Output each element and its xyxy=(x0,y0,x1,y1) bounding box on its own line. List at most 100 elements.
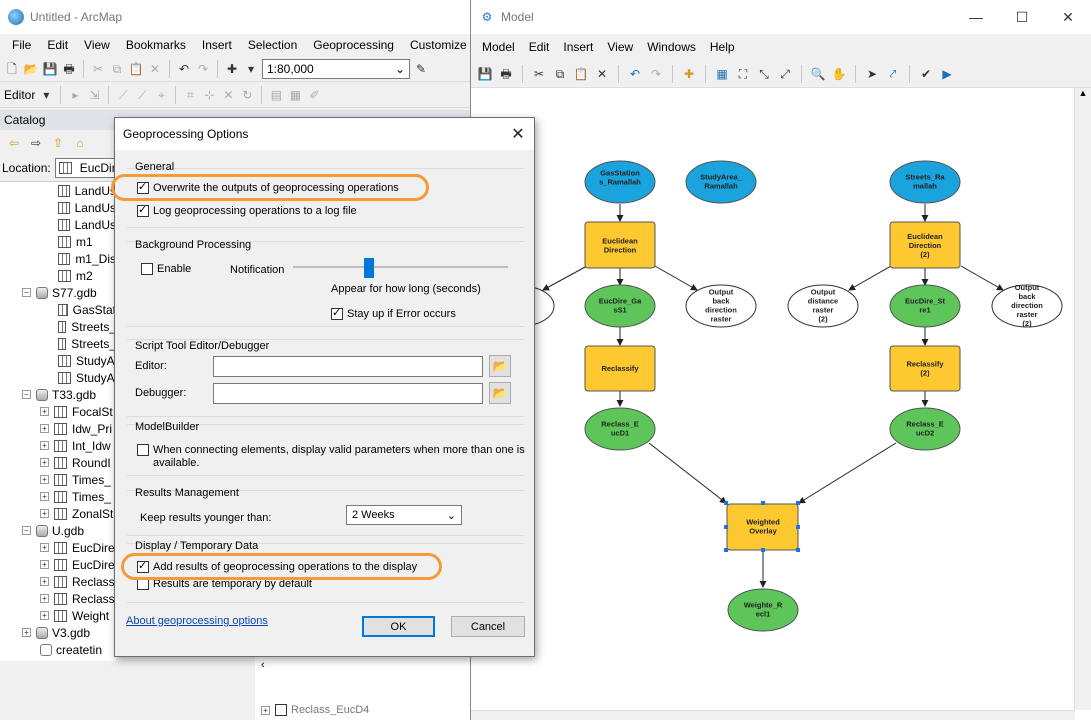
catalog-tree-item[interactable]: +Times_ xyxy=(0,488,116,505)
menu-view[interactable]: View xyxy=(84,38,110,52)
expander-icon[interactable]: + xyxy=(261,705,270,715)
catalog-tree-item[interactable]: −S77.gdb xyxy=(0,284,116,301)
rotate-icon[interactable]: ↻ xyxy=(242,87,253,102)
expand-icon[interactable]: + xyxy=(40,577,49,586)
ok-button[interactable]: OK xyxy=(362,616,435,637)
model-menu-edit[interactable]: Edit xyxy=(528,40,550,54)
catalog-tree-item[interactable]: +V3.gdb xyxy=(0,624,116,641)
undo-icon[interactable]: ↶ xyxy=(178,61,190,76)
overwrite-outputs-checkbox[interactable] xyxy=(137,180,149,194)
menu-selection[interactable]: Selection xyxy=(247,38,298,52)
catalog-tree-item[interactable]: StudyA xyxy=(0,369,116,386)
expand-icon[interactable]: + xyxy=(40,543,49,552)
node-output-back-direction-2[interactable] xyxy=(991,284,1063,328)
node-weighte-recl1[interactable] xyxy=(727,588,799,632)
display-valid-params-checkbox[interactable] xyxy=(137,444,149,456)
temporary-results-row[interactable]: Results are temporary by default xyxy=(137,578,312,590)
catalog-tree-item[interactable]: m2 xyxy=(0,267,116,284)
maximize-icon[interactable]: ☐ xyxy=(1015,8,1029,25)
delete-icon[interactable]: ✕ xyxy=(596,66,608,81)
enable-background-checkbox[interactable] xyxy=(141,263,153,275)
expand-icon[interactable]: + xyxy=(40,560,49,569)
close-icon[interactable]: ✕ xyxy=(511,126,525,143)
tool-reclassify[interactable] xyxy=(584,345,656,392)
cut-icon[interactable]: ✂ xyxy=(533,66,545,81)
catalog-tree-item[interactable]: Streets_ xyxy=(0,318,116,335)
delete-icon[interactable]: ✕ xyxy=(149,61,161,76)
catalog-tree-item[interactable]: −U.gdb xyxy=(0,522,116,539)
expand-icon[interactable]: + xyxy=(40,458,49,467)
validate-icon[interactable]: ✔ xyxy=(920,66,932,81)
copy-icon[interactable]: ⧉ xyxy=(555,66,565,81)
catalog-tree-item[interactable]: LandUs xyxy=(0,182,116,199)
log-to-file-row[interactable]: Log geoprocessing operations to a log fi… xyxy=(137,203,357,217)
editor-browse-button[interactable]: 📂 xyxy=(489,355,511,377)
edit-annotation-icon[interactable]: ⇲ xyxy=(89,87,100,102)
expand-icon[interactable]: + xyxy=(40,441,49,450)
expand-icon[interactable]: + xyxy=(40,407,49,416)
connect-icon[interactable]: ⤤ xyxy=(889,66,897,81)
auto-layout-icon[interactable]: ▦ xyxy=(716,66,728,81)
collapse-icon[interactable]: − xyxy=(22,288,31,297)
forward-arrow-icon[interactable]: ⇨ xyxy=(30,136,42,150)
catalog-tree-item[interactable]: +RoundI xyxy=(0,454,116,471)
expand-icon[interactable]: + xyxy=(40,509,49,518)
layer-checkbox[interactable] xyxy=(275,704,287,716)
node-output-back-direction[interactable] xyxy=(685,284,757,328)
scroll-left-icon[interactable]: ‹ xyxy=(261,659,265,671)
model-menu-view[interactable]: View xyxy=(607,40,634,54)
enable-background-row[interactable]: Enable xyxy=(141,263,191,275)
model-menu-help[interactable]: Help xyxy=(709,40,735,54)
print-icon[interactable]: 🖶 xyxy=(500,66,512,81)
paste-icon[interactable]: 📋 xyxy=(128,61,144,76)
sketch-properties-icon[interactable]: ▦ xyxy=(289,87,302,102)
node-gasstations[interactable] xyxy=(584,160,656,204)
undo-icon[interactable]: ↶ xyxy=(629,66,641,81)
edit-tool-icon[interactable]: ▸ xyxy=(72,87,79,102)
catalog-tree-item[interactable]: −T33.gdb xyxy=(0,386,116,403)
catalog-tree-item[interactable]: StudyA xyxy=(0,352,116,369)
catalog-tree-item[interactable]: +Times_ xyxy=(0,471,116,488)
log-to-file-checkbox[interactable] xyxy=(137,203,149,217)
expand-icon[interactable]: + xyxy=(40,475,49,484)
catalog-tree-item[interactable]: LandUs xyxy=(0,216,116,233)
editor-path-input[interactable] xyxy=(213,356,483,377)
catalog-tree-item[interactable]: GasStat xyxy=(0,301,116,318)
stay-up-on-error-checkbox[interactable] xyxy=(331,306,343,320)
about-geoprocessing-link[interactable]: About geoprocessing options xyxy=(126,615,268,627)
expand-icon[interactable]: + xyxy=(40,424,49,433)
overwrite-outputs-row[interactable]: Overwrite the outputs of geoprocessing o… xyxy=(137,180,399,194)
redo-icon[interactable]: ↷ xyxy=(650,66,662,81)
add-data-icon[interactable]: ✚ xyxy=(226,61,238,76)
tool-reclassify-2[interactable] xyxy=(889,345,961,392)
toc-bottom-row[interactable]: + Reclass_EucD4 xyxy=(261,704,369,716)
model-menu-windows[interactable]: Windows xyxy=(647,40,696,54)
debugger-path-input[interactable] xyxy=(213,383,483,404)
catalog-tree-item[interactable]: +Idw_Pri xyxy=(0,420,116,437)
paste-icon[interactable]: 📋 xyxy=(573,66,589,81)
notification-slider-thumb[interactable] xyxy=(364,258,374,278)
split-icon[interactable]: ✕ xyxy=(223,87,234,102)
catalog-tree-item[interactable]: +Reclass xyxy=(0,573,116,590)
map-scale-combo[interactable]: 1:80,000 ⌄ xyxy=(262,58,410,79)
add-results-row[interactable]: Add results of geoprocessing operations … xyxy=(137,559,417,573)
zoom-in-icon[interactable]: 🔍 xyxy=(810,66,826,81)
model-menu-insert[interactable]: Insert xyxy=(563,40,594,54)
create-features-icon[interactable]: ✐ xyxy=(309,87,320,102)
expand-icon[interactable]: + xyxy=(40,611,49,620)
pan-icon[interactable]: ✋ xyxy=(831,66,847,81)
up-folder-icon[interactable]: ⇧ xyxy=(52,136,64,150)
fixed-zoom-in-icon[interactable]: ⤢ xyxy=(780,66,790,81)
catalog-tree-item[interactable]: +EucDire xyxy=(0,539,116,556)
catalog-tree-item[interactable]: +Int_Idw xyxy=(0,437,116,454)
tool-euclidean-direction-2[interactable] xyxy=(889,221,961,269)
catalog-tree-item[interactable]: +ZonalSt xyxy=(0,505,116,522)
catalog-tree-item[interactable]: createtin xyxy=(0,641,116,658)
node-reclass-eucd1[interactable] xyxy=(584,407,656,451)
vertical-scrollbar[interactable]: ▲ xyxy=(1074,88,1091,710)
editor-toolbar-icon[interactable]: ✎ xyxy=(415,61,427,76)
run-icon[interactable]: ▶ xyxy=(942,66,952,81)
horizontal-scrollbar[interactable] xyxy=(471,710,1075,720)
catalog-tree-item[interactable]: +Weight xyxy=(0,607,116,624)
save-icon[interactable]: 💾 xyxy=(42,61,58,76)
